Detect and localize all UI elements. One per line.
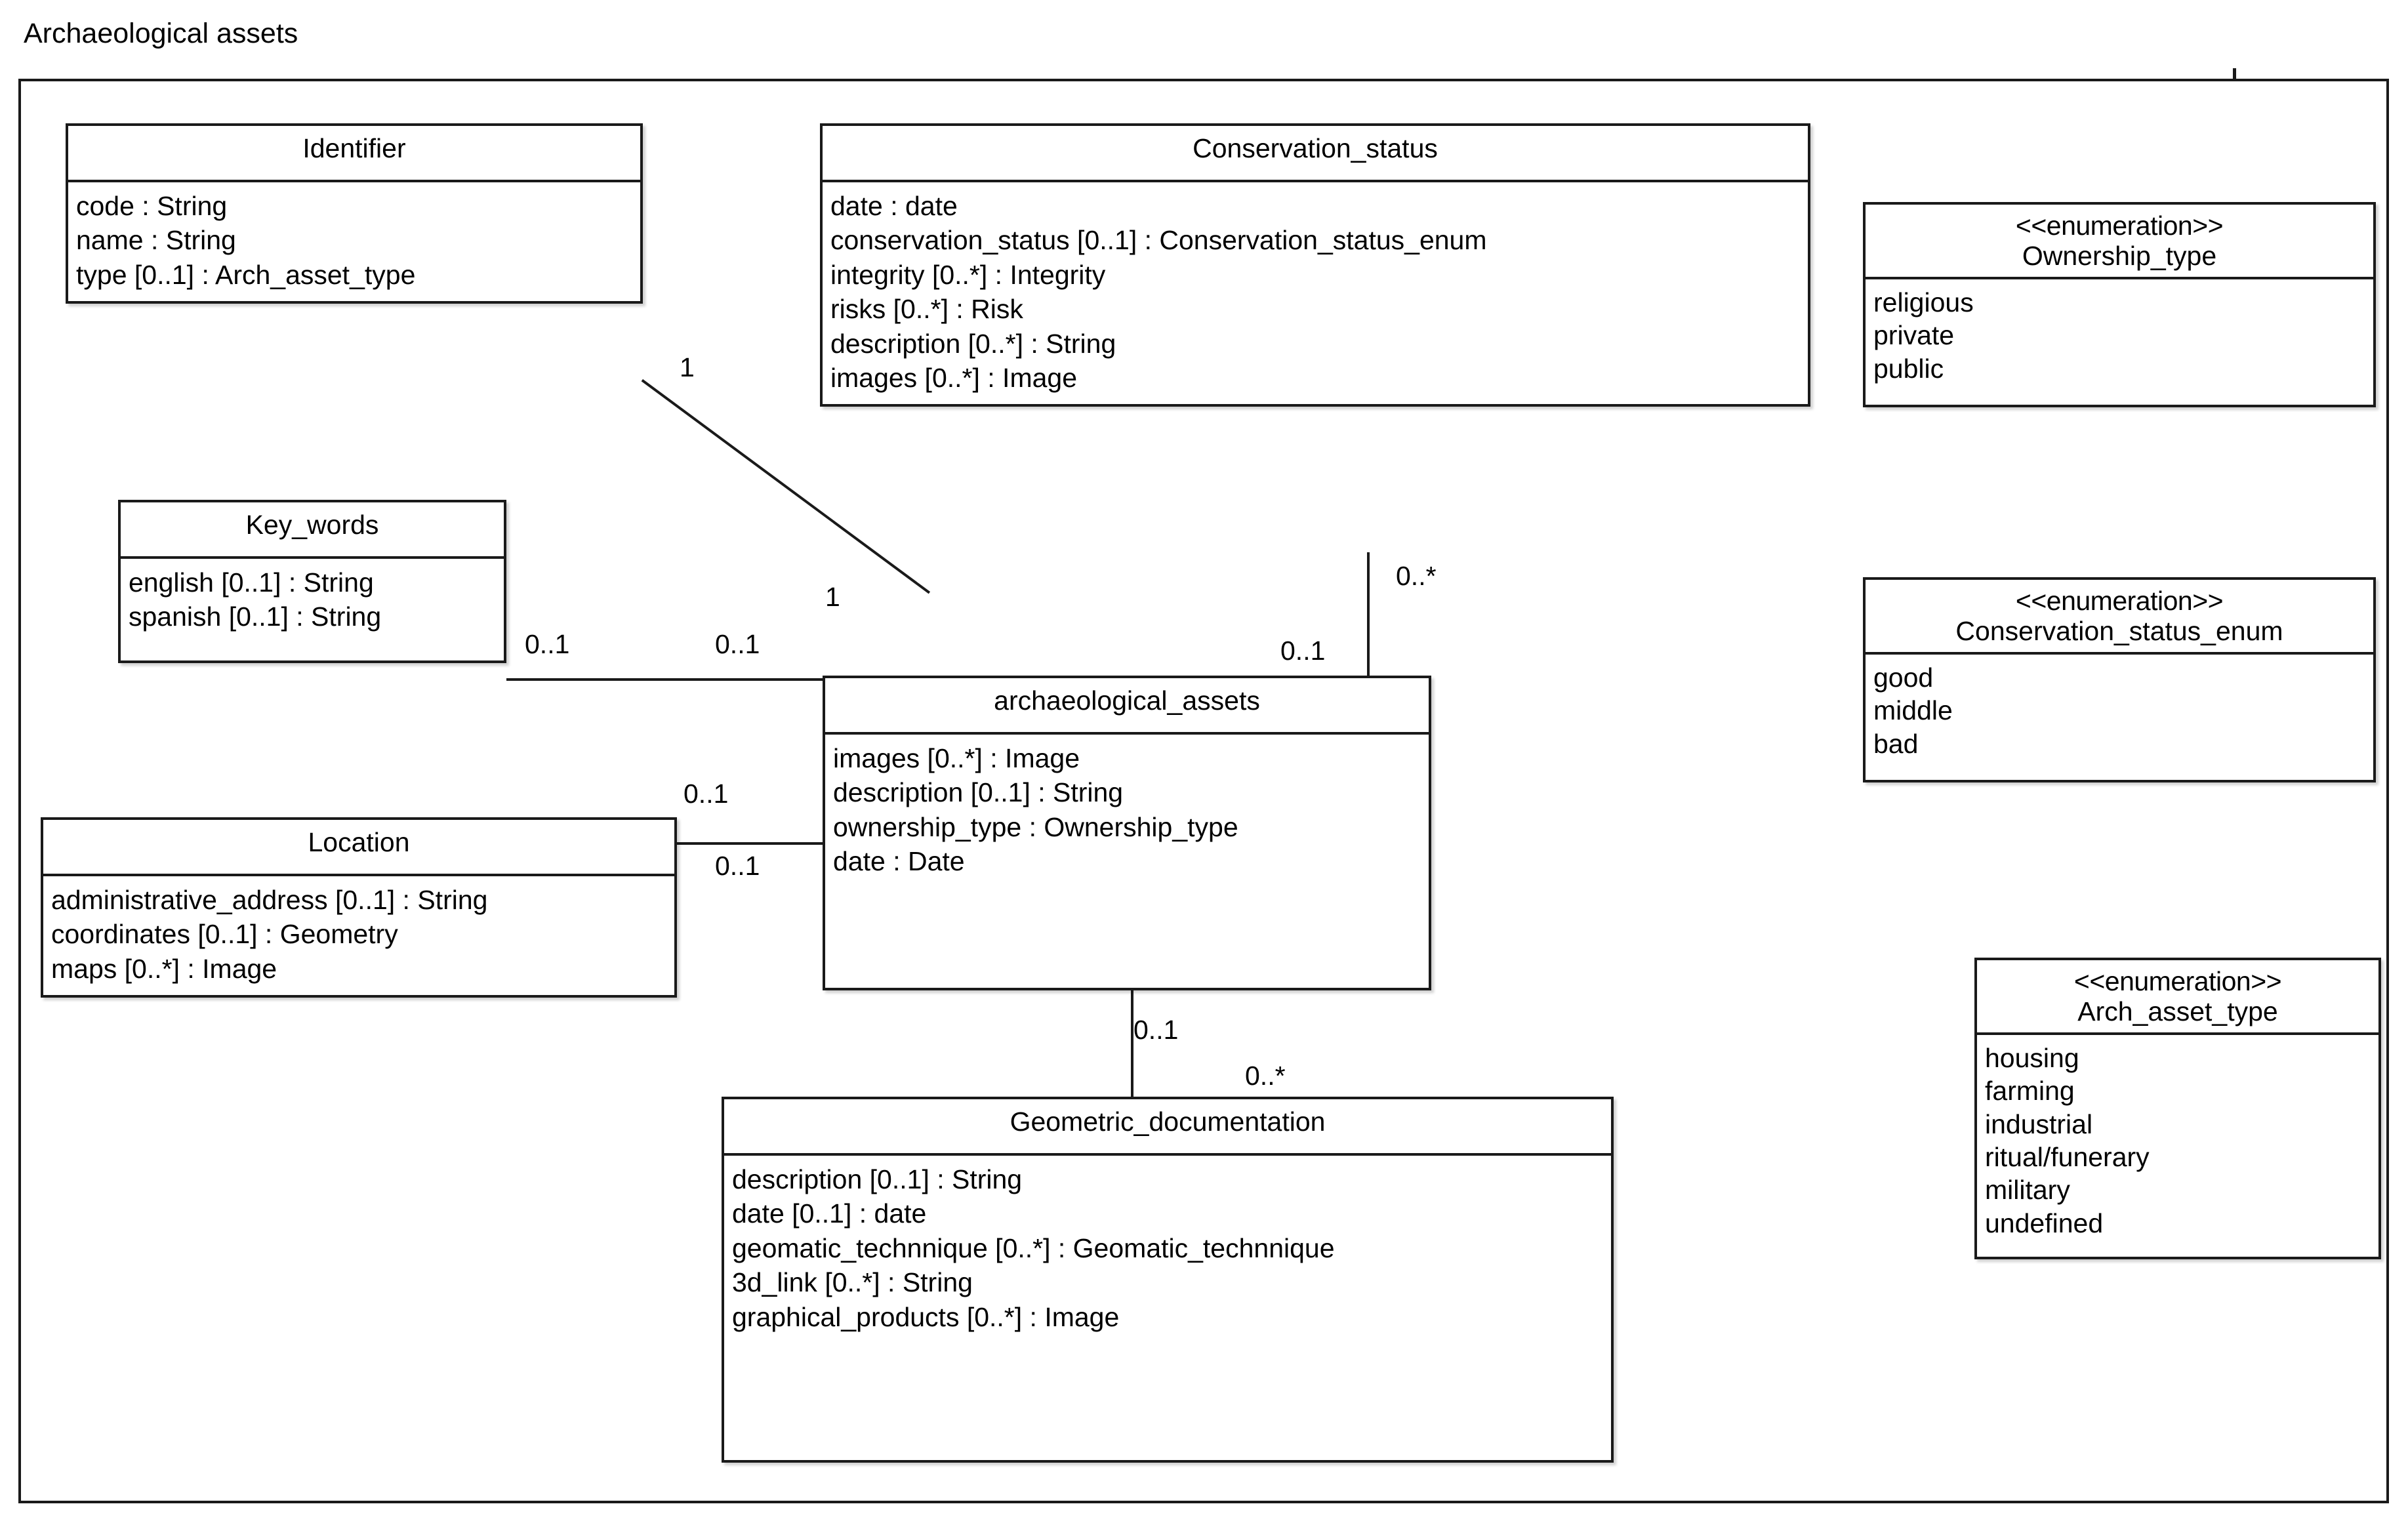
association-conservation-status-archaeological-assets — [1367, 552, 1370, 678]
class-name: Location — [308, 827, 410, 857]
attribute-row: administrative_address [0..1] : String — [51, 885, 488, 915]
stereotype-label: <<enumeration>> — [2073, 966, 2282, 996]
literal-row: farming — [1985, 1076, 2075, 1107]
stereotype-label: <<enumeration>> — [2015, 586, 2224, 616]
enumeration-name: Conservation_status_enum — [1955, 615, 2283, 646]
uml-enumeration-conservation-status-enum[interactable]: <<enumeration>> Conservation_status_enum… — [1863, 577, 2376, 782]
literal-row: middle — [1873, 695, 1953, 726]
association-archaeological-assets-geometric-documentation — [1131, 988, 1133, 1099]
literal-row: private — [1873, 320, 1955, 351]
association-keywords-archaeological-assets — [506, 678, 825, 681]
uml-enumeration-ownership-type[interactable]: <<enumeration>> Ownership_type religious… — [1863, 202, 2376, 407]
literal-row: military — [1985, 1175, 2070, 1206]
class-attributes-key-words: english [0..1] : String spanish [0..1] :… — [121, 559, 504, 660]
uml-enumeration-arch-asset-type[interactable]: <<enumeration>> Arch_asset_type housing … — [1974, 958, 2381, 1260]
attribute-row: graphical_products [0..*] : Image — [732, 1301, 1120, 1332]
class-name: Identifier — [302, 133, 406, 163]
attribute-row: date [0..1] : date — [732, 1198, 927, 1229]
multiplicity-assets-end-geodoc: 0..1 — [1133, 1015, 1179, 1045]
literal-row: industrial — [1985, 1108, 2093, 1139]
enumeration-name: Ownership_type — [2022, 240, 2217, 271]
attribute-row: coordinates [0..1] : Geometry — [51, 919, 398, 950]
uml-class-key-words[interactable]: Key_words english [0..1] : String spanis… — [118, 500, 506, 663]
uml-class-identifier[interactable]: Identifier code : String name : String t… — [66, 123, 643, 304]
class-attributes-geometric-documentation: description [0..1] : String date [0..1] … — [724, 1156, 1611, 1343]
multiplicity-identifier-end: 1 — [680, 352, 695, 382]
class-attributes-conservation-status: date : date conservation_status [0..1] :… — [823, 182, 1808, 404]
multiplicity-geodoc-end: 0..* — [1245, 1061, 1286, 1091]
attribute-row: conservation_status [0..1] : Conservatio… — [830, 225, 1487, 256]
attribute-row: date : Date — [833, 846, 965, 877]
attribute-row: images [0..*] : Image — [830, 362, 1078, 393]
literal-row: good — [1873, 662, 1934, 693]
attribute-row: description [0..*] : String — [830, 328, 1116, 359]
class-attributes-location: administrative_address [0..1] : String c… — [43, 876, 674, 995]
multiplicity-assets-end-identifier: 1 — [825, 582, 840, 612]
enumeration-header-ownership-type: <<enumeration>> Ownership_type — [1866, 205, 2373, 279]
enumeration-literals-arch-asset-type: housing farming industrial ritual/funera… — [1977, 1035, 2378, 1257]
multiplicity-assets-end-conservation: 0..1 — [1280, 636, 1326, 666]
enumeration-literals-conservation-status-enum: good middle bad — [1866, 655, 2373, 780]
multiplicity-assets-end-location: 0..1 — [715, 851, 760, 881]
enumeration-header-arch-asset-type: <<enumeration>> Arch_asset_type — [1977, 960, 2378, 1035]
uml-class-geometric-documentation[interactable]: Geometric_documentation description [0..… — [722, 1097, 1614, 1463]
class-attributes-archaeological-assets: images [0..*] : Image description [0..1]… — [825, 735, 1429, 888]
frame-tick-mark — [2233, 68, 2236, 80]
attribute-row: name : String — [76, 225, 236, 256]
uml-class-conservation-status[interactable]: Conservation_status date : date conserva… — [820, 123, 1810, 407]
association-location-archaeological-assets — [676, 842, 825, 845]
uml-class-archaeological-assets[interactable]: archaeological_assets images [0..*] : Im… — [823, 676, 1431, 990]
multiplicity-location-end: 0..1 — [684, 779, 729, 809]
class-name: Geometric_documentation — [1010, 1107, 1326, 1137]
attribute-row: images [0..*] : Image — [833, 743, 1080, 773]
class-name: archaeological_assets — [994, 685, 1260, 716]
literal-row: ritual/funerary — [1985, 1141, 2150, 1172]
attribute-row: maps [0..*] : Image — [51, 953, 277, 984]
diagram-frame — [18, 79, 2389, 1503]
stereotype-label: <<enumeration>> — [2015, 211, 2224, 241]
literal-row: public — [1873, 353, 1944, 384]
literal-row: undefined — [1985, 1208, 2104, 1238]
class-header-archaeological-assets: archaeological_assets — [825, 678, 1429, 735]
attribute-row: integrity [0..*] : Integrity — [830, 259, 1106, 290]
class-name: Key_words — [245, 510, 379, 540]
attribute-row: description [0..1] : String — [833, 777, 1124, 808]
attribute-row: geomatic_technnique [0..*] : Geomatic_te… — [732, 1232, 1335, 1263]
enumeration-header-conservation-status-enum: <<enumeration>> Conservation_status_enum — [1866, 580, 2373, 655]
class-header-identifier: Identifier — [68, 126, 640, 182]
attribute-row: type [0..1] : Arch_asset_type — [76, 259, 416, 290]
attribute-row: ownership_type : Ownership_type — [833, 811, 1238, 842]
class-header-geometric-documentation: Geometric_documentation — [724, 1099, 1611, 1156]
attribute-row: risks [0..*] : Risk — [830, 294, 1023, 325]
class-header-location: Location — [43, 820, 674, 876]
attribute-row: english [0..1] : String — [129, 567, 374, 598]
attribute-row: spanish [0..1] : String — [129, 601, 382, 632]
attribute-row: date : date — [830, 191, 958, 221]
multiplicity-conservation-end: 0..* — [1396, 561, 1437, 591]
class-attributes-identifier: code : String name : String type [0..1] … — [68, 182, 640, 301]
literal-row: religious — [1873, 287, 1974, 317]
enumeration-literals-ownership-type: religious private public — [1866, 279, 2373, 405]
enumeration-name: Arch_asset_type — [2077, 996, 2278, 1026]
literal-row: bad — [1873, 728, 1919, 759]
class-header-conservation-status: Conservation_status — [823, 126, 1808, 182]
attribute-row: code : String — [76, 191, 228, 221]
literal-row: housing — [1985, 1042, 2079, 1073]
attribute-row: description [0..1] : String — [732, 1164, 1023, 1194]
class-header-key-words: Key_words — [121, 502, 504, 559]
uml-class-location[interactable]: Location administrative_address [0..1] :… — [41, 817, 677, 998]
diagram-title: Archaeological assets — [24, 18, 298, 49]
attribute-row: 3d_link [0..*] : String — [732, 1267, 973, 1298]
multiplicity-keywords-end: 0..1 — [525, 629, 570, 659]
multiplicity-assets-end-keywords: 0..1 — [715, 629, 760, 659]
class-name: Conservation_status — [1193, 133, 1438, 163]
